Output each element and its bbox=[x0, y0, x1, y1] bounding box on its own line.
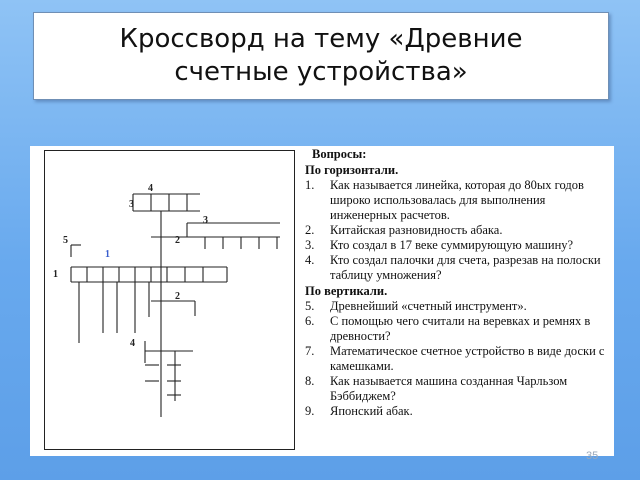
clue-number-2-bottom: 2 bbox=[175, 291, 180, 302]
question-text: Как называется машина созданная Чарльзом… bbox=[330, 374, 568, 403]
title-line-1: Кроссворд на тему «Древние bbox=[119, 24, 523, 54]
clue-number-1-left: 1 bbox=[53, 269, 58, 280]
question-number: 1. bbox=[305, 178, 315, 192]
question-item: 5. Древнейший «счетный инструмент». bbox=[305, 299, 611, 314]
question-item: 7. Математическое счетное устройство в ви… bbox=[305, 344, 611, 374]
question-number: 2. bbox=[305, 223, 315, 237]
question-number: 5. bbox=[305, 299, 315, 313]
question-text: Как называется линейка, которая до 80ых … bbox=[330, 178, 584, 222]
question-item: 8. Как называется машина созданная Чарльз… bbox=[305, 374, 611, 404]
question-number: 3. bbox=[305, 238, 315, 252]
question-number: 4. bbox=[305, 253, 315, 267]
clue-number-4-top: 4 bbox=[148, 183, 153, 194]
question-number: 9. bbox=[305, 404, 315, 418]
question-text: С помощью чего считали на веревках и рем… bbox=[330, 314, 591, 343]
question-text: Математическое счетное устройство в виде… bbox=[330, 344, 605, 373]
question-item: 3. Кто создал в 17 веке суммирующую машин… bbox=[305, 238, 611, 253]
question-item: 1. Как называется линейка, которая до 80ы… bbox=[305, 178, 611, 223]
questions-block: Вопросы: По горизонтали. 1. Как называетс… bbox=[305, 146, 611, 419]
page-number: 35 bbox=[586, 450, 599, 462]
clue-number-3-right: 3 bbox=[203, 215, 208, 226]
clue-number-3-left: 3 bbox=[129, 199, 134, 210]
crossword-lines bbox=[70, 193, 280, 417]
clue-number-4-bottom: 4 bbox=[130, 338, 135, 349]
question-text: Кто создал палочки для счета, разрезав н… bbox=[330, 253, 601, 282]
clue-number-2-top: 2 bbox=[175, 235, 180, 246]
horizontal-questions-list: 1. Как называется линейка, которая до 80ы… bbox=[305, 178, 611, 283]
question-item: 9. Японский абак. bbox=[305, 404, 611, 419]
question-text: Древнейший «счетный инструмент». bbox=[330, 299, 527, 313]
clue-number-1-blue: 1 bbox=[105, 249, 110, 260]
questions-header: Вопросы: bbox=[312, 147, 367, 161]
question-number: 7. bbox=[305, 344, 315, 358]
title-line-2: счетные устройства» bbox=[174, 57, 468, 87]
clue-number-5: 5 bbox=[63, 235, 68, 246]
question-number: 6. bbox=[305, 314, 315, 328]
question-item: 2. Китайская разновидность абака. bbox=[305, 223, 611, 238]
content-panel: 4 3 3 2 5 1 1 2 4 Вопросы: По горизонтал… bbox=[30, 146, 614, 456]
crossword-grid: 4 3 3 2 5 1 1 2 4 bbox=[44, 150, 295, 450]
question-item: 4. Кто создал палочки для счета, разрезав… bbox=[305, 253, 611, 283]
horizontal-header: По горизонтали. bbox=[305, 163, 399, 177]
vertical-questions-list: 5. Древнейший «счетный инструмент». 6. С п… bbox=[305, 299, 611, 419]
question-number: 8. bbox=[305, 374, 315, 388]
question-text: Японский абак. bbox=[330, 404, 413, 418]
question-text: Кто создал в 17 веке суммирующую машину? bbox=[330, 238, 574, 252]
vertical-header: По вертикали. bbox=[305, 284, 388, 298]
question-item: 6. С помощью чего считали на веревках и р… bbox=[305, 314, 611, 344]
crossword-numbers: 4 3 3 2 5 1 1 2 4 bbox=[53, 183, 208, 349]
crossword-svg: 4 3 3 2 5 1 1 2 4 bbox=[53, 183, 280, 417]
slide-title: Кроссворд на тему «Древние счетные устро… bbox=[33, 12, 609, 100]
question-text: Китайская разновидность абака. bbox=[330, 223, 503, 237]
